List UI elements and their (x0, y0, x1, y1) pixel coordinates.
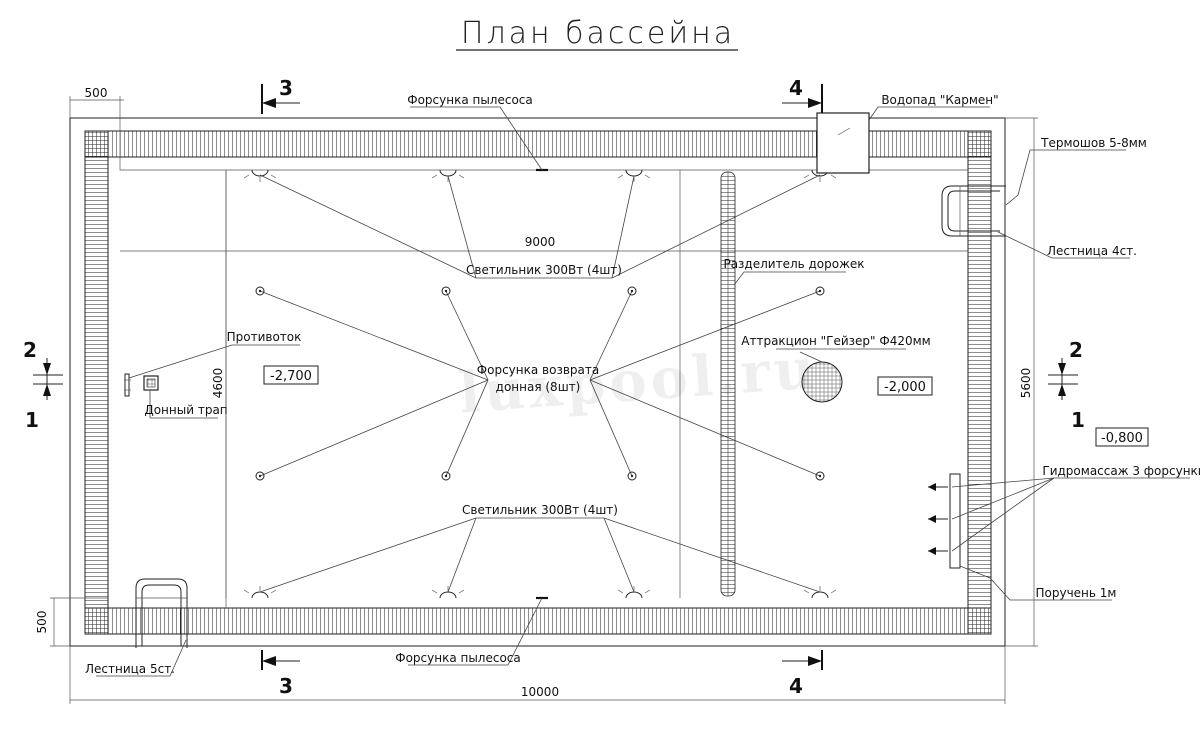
label-handrail: Поручень 1м (1036, 586, 1117, 600)
dim-inner-width: 4600 (211, 368, 225, 399)
level-deep: -2,700 (270, 369, 312, 384)
light-icon (803, 586, 837, 599)
section-1-right: 1 (1071, 408, 1085, 432)
label-return-nozzle-1: Форсунка возврата (477, 363, 599, 377)
nozzle-icon (441, 286, 451, 296)
plan-title: План бассейна (461, 16, 735, 51)
counterflow-unit (124, 344, 300, 397)
section-1-left: 1 (25, 408, 39, 432)
label-light-top: Светильник 300Вт (4шт) (466, 263, 622, 277)
light-icon (617, 169, 651, 182)
return-nozzles (255, 286, 825, 481)
outer-slab-outline (69, 117, 1006, 647)
label-lane-divider: Разделитель дорожек (723, 257, 864, 271)
light-icon (431, 586, 465, 599)
geyser-attraction (776, 348, 906, 403)
section-4-bottom: 4 (789, 674, 803, 698)
handrail (959, 565, 1112, 601)
pool-lights (243, 169, 837, 599)
title-block: План бассейна (456, 16, 738, 51)
level-shallow: -0,800 (1101, 431, 1143, 446)
nozzle-icon (255, 286, 265, 296)
nozzle-icon (627, 471, 637, 481)
section-2-right: 2 (1069, 338, 1083, 362)
label-counterflow: Противоток (227, 330, 302, 344)
leader-ladder-5 (96, 639, 187, 677)
ladder-4-steps (941, 185, 1006, 237)
nozzle-icon (255, 471, 265, 481)
dim-outer-width: 5600 (1019, 368, 1033, 399)
label-light-bottom: Светильник 300Вт (4шт) (462, 503, 618, 517)
nozzle-icon (627, 286, 637, 296)
label-hydromassage: Гидромассаж 3 форсунки (1042, 464, 1200, 478)
dimension-lines: 500 9000 10000 4600 5600 500 (35, 86, 1038, 704)
pool-bowl-outline (107, 156, 969, 609)
dim-inner-length: 9000 (525, 235, 556, 249)
light-icon (243, 586, 277, 599)
leader-ladder-4 (997, 231, 1130, 259)
waterfall-carmen (816, 106, 990, 174)
section-4-top: 4 (789, 76, 803, 100)
label-ladder-5: Лестница 5ст. (85, 662, 175, 676)
section-markers: 3 3 4 4 2 1 2 1 (23, 76, 1085, 698)
level-deep-box: -2,700 (263, 365, 319, 385)
label-geyser: Аттракцион "Гейзер" Ф420мм (741, 334, 930, 348)
ladder-5-steps (135, 578, 188, 648)
level-middle: -2,000 (884, 380, 926, 395)
level-shallow-box: -0,800 (1095, 427, 1149, 447)
label-return-nozzle-2: донная (8шт) (496, 380, 581, 394)
leader-thermal-seam (1005, 149, 1126, 206)
label-vacuum-top: Форсунка пылесоса (407, 93, 533, 107)
bottom-drain (143, 375, 218, 419)
nozzle-icon (815, 286, 825, 296)
nozzle-icon (441, 471, 451, 481)
lane-divider (720, 171, 846, 597)
dim-wall-bottom: 500 (35, 611, 49, 634)
vacuum-nozzles (408, 106, 548, 666)
level-middle-box: -2,000 (877, 376, 933, 396)
label-ladder-4: Лестница 4ст. (1047, 244, 1137, 258)
section-3-bottom: 3 (279, 674, 293, 698)
label-bottom-drain: Донный трап (144, 403, 227, 417)
nozzle-icon (815, 471, 825, 481)
section-2-left: 2 (23, 338, 37, 362)
light-icon (431, 169, 465, 182)
pool-inner-step-line (119, 131, 968, 171)
pool-wall-hatched (84, 130, 992, 635)
light-icon (617, 586, 651, 599)
section-3-top: 3 (279, 76, 293, 100)
light-leader-lines (259, 174, 821, 593)
label-vacuum-bottom: Форсунка пылесоса (395, 651, 521, 665)
label-waterfall: Водопад "Кармен" (881, 93, 998, 107)
light-icon (243, 169, 277, 182)
dim-outer-length: 10000 (521, 685, 559, 699)
dim-wall-top: 500 (85, 86, 108, 100)
label-thermal-seam: Термошов 5-8мм (1040, 136, 1147, 150)
hydromassage-nozzles (928, 473, 1190, 569)
